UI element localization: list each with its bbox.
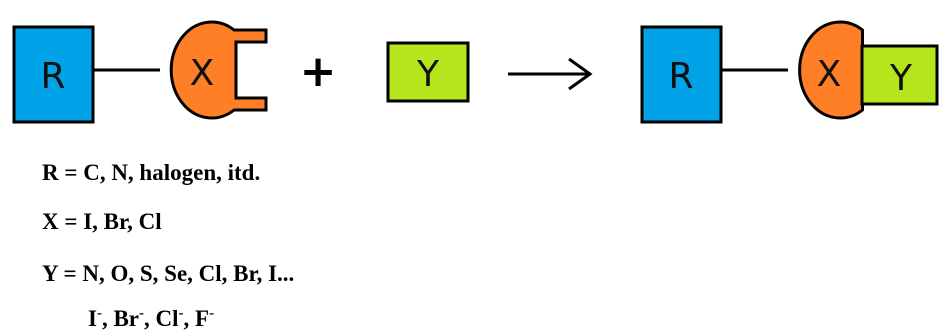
anion-separator: , <box>101 306 114 331</box>
anion-separator: , <box>144 306 156 331</box>
reagent-y-box <box>386 41 470 103</box>
anion-charge: - <box>96 305 102 322</box>
reactant-x-label: X <box>190 53 215 94</box>
reaction-arrow <box>508 57 593 91</box>
anion-separator: , <box>183 306 196 331</box>
reaction-diagram: R X + Y R X Y <box>12 20 939 124</box>
product-y-label: Y <box>889 58 913 99</box>
product-x-label: X <box>817 54 842 95</box>
reactant-r-label: R <box>40 56 65 97</box>
product-r-box <box>640 25 723 124</box>
reactant-r-box <box>12 25 95 124</box>
legend-halide-anions: I-, Br-, Cl-, F- <box>88 305 215 331</box>
reactant-x-circle <box>169 20 268 120</box>
product-x-circle <box>798 20 864 120</box>
anion-symbol: Br <box>113 306 140 331</box>
plus-sign: + <box>300 46 337 97</box>
anion-symbol: F <box>195 306 210 331</box>
product-y-box <box>860 44 939 106</box>
anion-charge: - <box>139 305 145 322</box>
product-r-label: R <box>668 56 693 97</box>
anion-symbol: Cl <box>155 306 179 331</box>
legend-r-definition: R = C, N, halogen, itd. <box>42 160 261 185</box>
anion-charge: - <box>178 305 184 322</box>
legend-x-definition: X = I, Br, Cl <box>42 209 162 234</box>
reagent-y-label: Y <box>416 54 440 95</box>
anion-charge: - <box>209 305 215 322</box>
anion-symbol: I <box>88 306 97 331</box>
legend-y-definition: Y = N, O, S, Se, Cl, Br, I... <box>42 261 295 286</box>
